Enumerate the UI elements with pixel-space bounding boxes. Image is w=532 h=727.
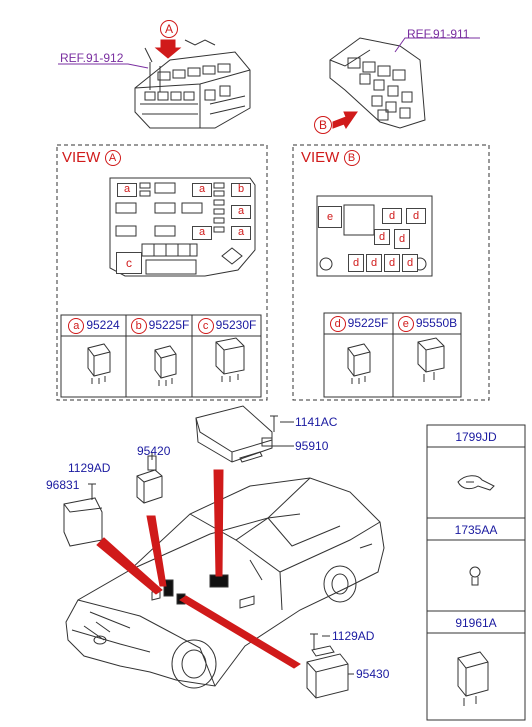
fuse-tag: a bbox=[117, 183, 137, 197]
marker-b-badge: B bbox=[314, 116, 332, 134]
relay-icon bbox=[457, 651, 489, 706]
fuse-tag: e bbox=[318, 206, 342, 228]
callout-95910: 95910 bbox=[295, 439, 329, 453]
view-b-marker: B bbox=[343, 150, 360, 167]
callout-1129ad-bottom: 1129AD bbox=[332, 629, 375, 643]
part-code: 95550B bbox=[415, 316, 458, 331]
callout-96831: 96831 bbox=[46, 478, 80, 492]
relay-location bbox=[163, 579, 174, 597]
side-table-header-1735aa: 1735AA bbox=[454, 523, 498, 537]
fuse-tag: a bbox=[231, 205, 251, 219]
fuse-tag: d bbox=[384, 254, 400, 272]
airbag-unit-location bbox=[209, 574, 229, 588]
part-letter: e bbox=[397, 316, 414, 332]
fuse-tag: a bbox=[192, 183, 212, 197]
fuse-tag: d bbox=[366, 254, 382, 272]
part-letter: a bbox=[68, 318, 85, 334]
part-letter: d bbox=[329, 316, 346, 332]
relay-95224-drawing bbox=[87, 343, 111, 384]
view-b-title-text: VIEW bbox=[301, 149, 340, 166]
fuse-tag: d bbox=[348, 254, 364, 272]
part-code: 95225F bbox=[347, 316, 389, 331]
callout-95420: 95420 bbox=[137, 444, 171, 458]
fuse-tag: d bbox=[402, 254, 418, 272]
view-a-frame bbox=[56, 144, 268, 401]
part-letter: c bbox=[197, 318, 214, 334]
view-a-title: VIEW A bbox=[62, 149, 123, 167]
module-95430-drawing bbox=[306, 645, 349, 699]
arrow-b-icon bbox=[332, 111, 358, 129]
junction-box-right-drawing bbox=[329, 37, 426, 129]
relay-95225f-drawing bbox=[154, 345, 177, 386]
arrow-a-icon bbox=[154, 39, 182, 59]
callout-95430: 95430 bbox=[356, 667, 390, 681]
view-a-title-text: VIEW bbox=[62, 149, 101, 166]
callout-1141ac: 1141AC bbox=[295, 415, 338, 429]
side-table-header-1799jd: 1799JD bbox=[455, 430, 497, 444]
relay-95420-drawing bbox=[136, 455, 163, 504]
relay-95550b-drawing bbox=[417, 337, 445, 382]
part-letter: b bbox=[130, 318, 147, 334]
fuse-tag: d bbox=[382, 208, 402, 224]
junction-box-left-drawing bbox=[134, 39, 251, 129]
airbag-module-drawing bbox=[195, 405, 273, 463]
part-code: 95224 bbox=[86, 318, 120, 333]
side-table-header-91961a: 91961A bbox=[455, 616, 497, 630]
fuse-tag: d bbox=[394, 229, 410, 249]
ref-91-911-label: REF.91-911 bbox=[407, 27, 470, 41]
cable-tie-icon bbox=[457, 475, 495, 491]
module-96831-drawing bbox=[63, 497, 103, 547]
fuse-tag: c bbox=[116, 252, 142, 274]
marker-a-badge: A bbox=[160, 20, 178, 38]
fuse-tag: d bbox=[406, 208, 426, 224]
relay-95230f-drawing bbox=[215, 337, 245, 382]
fuse-tag: a bbox=[192, 226, 212, 240]
fuse-tag: d bbox=[374, 229, 390, 245]
fuse-tag: a bbox=[231, 226, 251, 240]
view-a-marker: A bbox=[104, 150, 121, 167]
view-b-frame bbox=[292, 144, 490, 401]
view-b-title: VIEW B bbox=[301, 149, 362, 167]
part-code: 95230F bbox=[215, 318, 257, 333]
clip-icon bbox=[469, 566, 481, 586]
relay-95225f-b-drawing bbox=[347, 343, 371, 384]
callout-1129ad-top: 1129AD bbox=[68, 461, 111, 475]
fuse-tag: b bbox=[231, 183, 251, 197]
ref-91-912-label: REF.91-912 bbox=[60, 51, 124, 65]
part-code: 95225F bbox=[148, 318, 190, 333]
